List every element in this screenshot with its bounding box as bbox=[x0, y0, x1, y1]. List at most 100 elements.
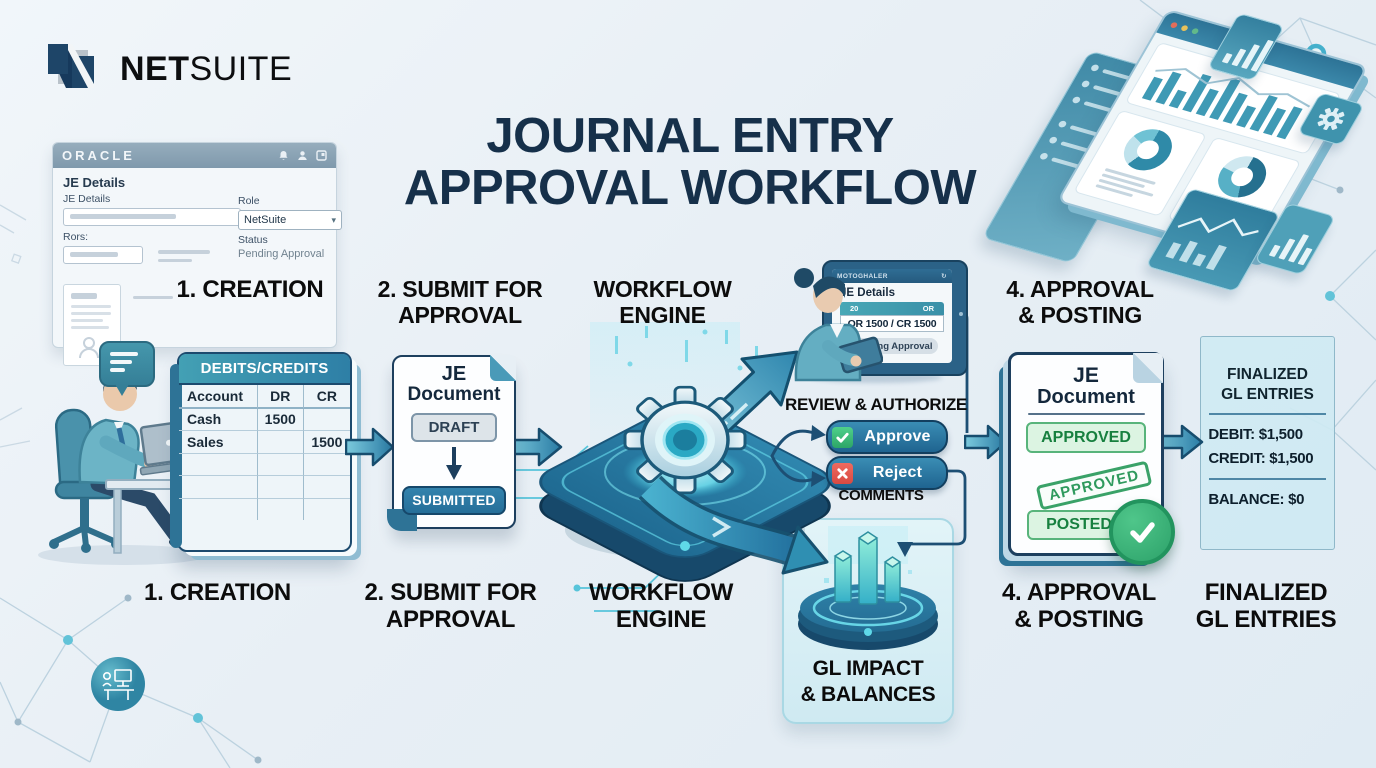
submitted-badge: SUBMITTED bbox=[402, 485, 506, 515]
title-line1: JOURNAL ENTRY bbox=[486, 109, 894, 163]
role-select[interactable]: NetSuite ▾ bbox=[238, 210, 342, 230]
ledger-col-cr: CR bbox=[303, 385, 350, 409]
ledger-cell bbox=[179, 476, 258, 499]
reject-button[interactable]: Reject bbox=[826, 456, 948, 490]
je-details-field-label: JE Details bbox=[63, 193, 111, 205]
tablet-titlebar: MOTOGHALER↻ bbox=[832, 269, 952, 283]
debits-credits-ledger: DEBITS/CREDITS Account DR CR Cash 1500 S… bbox=[170, 352, 352, 552]
floating-gear-card bbox=[1297, 92, 1365, 146]
netsuite-logo-mark bbox=[48, 44, 94, 88]
approve-label: Approve bbox=[864, 428, 931, 445]
top-label-approval: 4. APPROVAL& POSTING bbox=[1006, 276, 1154, 328]
je-doc-title1: JE bbox=[441, 363, 467, 385]
floating-bars-card bbox=[1253, 202, 1337, 276]
ledger-title: DEBITS/CREDITS bbox=[179, 354, 350, 385]
role-value: NetSuite bbox=[244, 214, 287, 226]
down-arrow-icon bbox=[446, 446, 462, 480]
page-title: JOURNAL ENTRY APPROVAL WORKFLOW bbox=[395, 110, 985, 215]
approve-check-icon bbox=[832, 426, 853, 448]
status-value: Pending Approval bbox=[238, 248, 325, 260]
oracle-titlebar: ORACLE bbox=[53, 143, 336, 168]
ledger-cell bbox=[257, 453, 304, 476]
tablet-home-button bbox=[959, 312, 963, 316]
bottom-label-creation: 1. CREATION bbox=[144, 579, 291, 606]
success-check-icon bbox=[1109, 499, 1175, 565]
rors-label: Rors: bbox=[63, 231, 89, 243]
rors-input[interactable] bbox=[63, 246, 143, 264]
refresh-icon: ↻ bbox=[941, 273, 947, 280]
finalized-debit: DEBIT: $1,500 bbox=[1208, 426, 1303, 444]
comments-label: COMMENTS bbox=[838, 487, 924, 504]
gl-impact-panel: GL IMPACT& BALANCES bbox=[782, 518, 954, 724]
top-label-creation: 1. CREATION bbox=[176, 276, 324, 303]
arrow-creation-to-submit bbox=[345, 427, 395, 467]
je-doc-title2: Document bbox=[407, 384, 501, 405]
tablet-pending-approval-badge: Pending Approval bbox=[846, 338, 938, 354]
finalized-credit: CREDIT: $1,500 bbox=[1208, 449, 1314, 467]
browser-titlebar bbox=[1156, 11, 1366, 90]
review-authorize-heading: REVIEW & AUTHORIZE bbox=[785, 395, 967, 414]
floating-bars-card bbox=[1206, 12, 1286, 82]
ledger-table: Account DR CR Cash 1500 Sales 1500 bbox=[179, 385, 350, 520]
tablet-je-details-heading: JE Details bbox=[840, 287, 895, 299]
approve-button[interactable]: Approve bbox=[826, 420, 948, 454]
chevron-down-icon: ▾ bbox=[331, 214, 336, 225]
oracle-titlebar-text: ORACLE bbox=[62, 148, 135, 163]
dashboard-bar-chart bbox=[1124, 41, 1342, 155]
approved-badge: APPROVED bbox=[1026, 422, 1146, 454]
status-label: Status bbox=[238, 234, 268, 246]
dashboard-side-panel bbox=[981, 50, 1181, 264]
je-document-submit: JE Document DRAFT SUBMITTED bbox=[387, 355, 516, 531]
oracle-window: ORACLE JE Details JE Details Role NetSui… bbox=[52, 142, 342, 366]
page-fold-corner bbox=[490, 355, 516, 381]
finalized-balance: BALANCE: $0 bbox=[1208, 490, 1305, 508]
review-branch-connectors bbox=[770, 425, 826, 487]
page-fold-corner bbox=[1133, 353, 1163, 383]
divider bbox=[1208, 477, 1327, 480]
ledger-cell bbox=[257, 431, 304, 454]
je-details-input[interactable] bbox=[63, 208, 241, 226]
ledger-cell bbox=[303, 454, 350, 476]
netsuite-logo-text: NETSUITE bbox=[120, 50, 292, 89]
floating-line-chart-card bbox=[1145, 187, 1281, 293]
tablet-amounts: OR 1500 / CR 1500 bbox=[840, 315, 944, 332]
ledger-cell: 1500 bbox=[257, 408, 304, 431]
ledger-col-dr: DR bbox=[257, 385, 304, 409]
user-icon[interactable] bbox=[297, 150, 308, 161]
ledger-cell: 1500 bbox=[303, 431, 350, 454]
ledger-cell bbox=[179, 498, 258, 520]
bottom-label-approval: 4. APPROVAL& POSTING bbox=[1001, 579, 1157, 633]
gl-impact-3d-bars bbox=[798, 526, 938, 650]
dashboard-browser-window bbox=[1056, 8, 1369, 260]
ledger-col-account: Account bbox=[179, 385, 258, 409]
je-document-approved: JE Document APPROVED APPROVED POSTED bbox=[1008, 352, 1175, 565]
window-icon[interactable] bbox=[316, 150, 327, 161]
mini-gear-icon bbox=[1317, 107, 1345, 131]
gl-impact-label: GL IMPACT& BALANCES bbox=[800, 656, 936, 706]
dashboard-donut-card bbox=[1073, 109, 1208, 217]
logo-text-bold: NET bbox=[120, 50, 190, 88]
dashboard-donut-card bbox=[1167, 136, 1302, 244]
gear-icon bbox=[623, 385, 747, 495]
chat-bubble-icon bbox=[99, 341, 155, 396]
je-details-heading: JE Details bbox=[63, 175, 126, 190]
ledger-cell: Sales bbox=[179, 431, 258, 454]
ledger-cell bbox=[303, 476, 350, 499]
approved-doc-title2: Document bbox=[1037, 386, 1135, 409]
person-placeholder-icon bbox=[79, 337, 99, 359]
bell-icon[interactable] bbox=[278, 150, 289, 161]
ledger-cell: Cash bbox=[179, 408, 258, 431]
draft-badge: DRAFT bbox=[411, 412, 497, 442]
ledger-cell bbox=[179, 453, 258, 476]
